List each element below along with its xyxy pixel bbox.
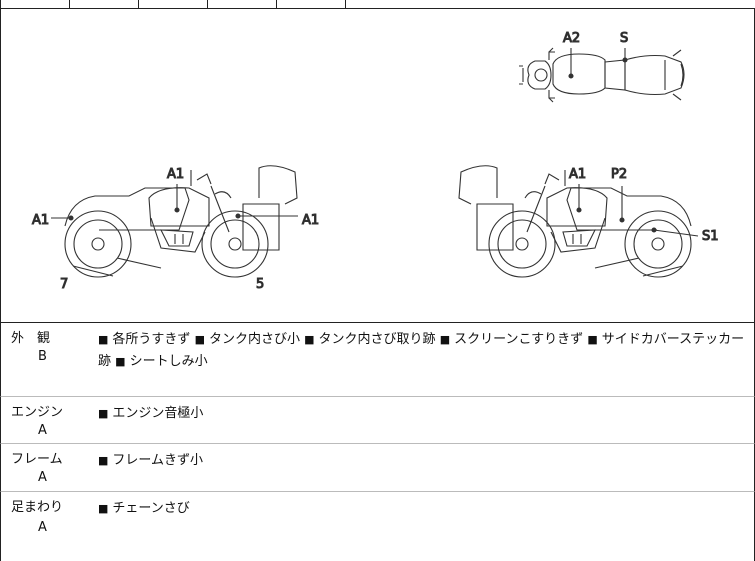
label-top-a2: A2 bbox=[563, 31, 580, 46]
note-item: エンジン音極小 bbox=[112, 406, 204, 421]
label-left-a1-front: A1 bbox=[302, 213, 319, 228]
notes-engine: ■エンジン音極小 bbox=[98, 406, 204, 421]
section-exterior: 外 観 B ■各所うすきず ■タンク内さび小 ■タンク内さび取り跡 ■スクリーン… bbox=[0, 323, 755, 397]
note-item: タンク内さび小 bbox=[208, 332, 300, 347]
label-left-5: 5 bbox=[256, 277, 264, 292]
grade-engine: A bbox=[38, 423, 47, 438]
motorcycle-damage-diagram: A2 S A1 A1 A1 bbox=[0, 8, 755, 323]
notes-exterior: ■各所うすきず ■タンク内さび小 ■タンク内さび取り跡 ■スクリーンこすりきず … bbox=[98, 332, 745, 369]
section-suspension: 足まわり A ■チェーンさび bbox=[0, 492, 755, 561]
grade-suspension: A bbox=[38, 520, 47, 535]
label-right-a1: A1 bbox=[569, 167, 586, 182]
left-view-motorcycle bbox=[51, 165, 298, 278]
note-item: フレームきず小 bbox=[112, 453, 204, 468]
note-item: スクリーンこすりきず bbox=[454, 332, 584, 347]
note-item: サイドカバーステッカー跡 bbox=[98, 332, 745, 369]
header-table-row bbox=[0, 0, 754, 9]
note-item: 各所うすきず bbox=[112, 332, 191, 347]
grade-exterior: B bbox=[38, 349, 47, 364]
notes-frame: ■フレームきず小 bbox=[98, 453, 204, 468]
notes-suspension: ■チェーンさび bbox=[98, 501, 190, 516]
label-right-p2: P2 bbox=[611, 167, 627, 182]
label-right-s1: S1 bbox=[702, 229, 719, 244]
label-top-s: S bbox=[620, 31, 628, 46]
note-item: シートしみ小 bbox=[129, 354, 208, 369]
right-view-motorcycle bbox=[458, 165, 699, 278]
section-name-exterior: 外 観 bbox=[11, 331, 51, 346]
note-item: タンク内さび取り跡 bbox=[318, 332, 436, 347]
top-view-motorcycle bbox=[519, 47, 685, 103]
section-engine: エンジン A ■エンジン音極小 bbox=[0, 397, 755, 444]
label-left-a1-tank: A1 bbox=[167, 167, 184, 182]
section-name-frame: フレーム bbox=[11, 452, 63, 467]
section-frame: フレーム A ■フレームきず小 bbox=[0, 444, 755, 492]
label-left-a1-rear: A1 bbox=[32, 213, 49, 228]
section-name-suspension: 足まわり bbox=[11, 500, 64, 515]
grade-frame: A bbox=[38, 470, 47, 485]
note-item: チェーンさび bbox=[112, 501, 190, 516]
section-name-engine: エンジン bbox=[11, 405, 64, 420]
label-left-7: 7 bbox=[60, 277, 68, 292]
